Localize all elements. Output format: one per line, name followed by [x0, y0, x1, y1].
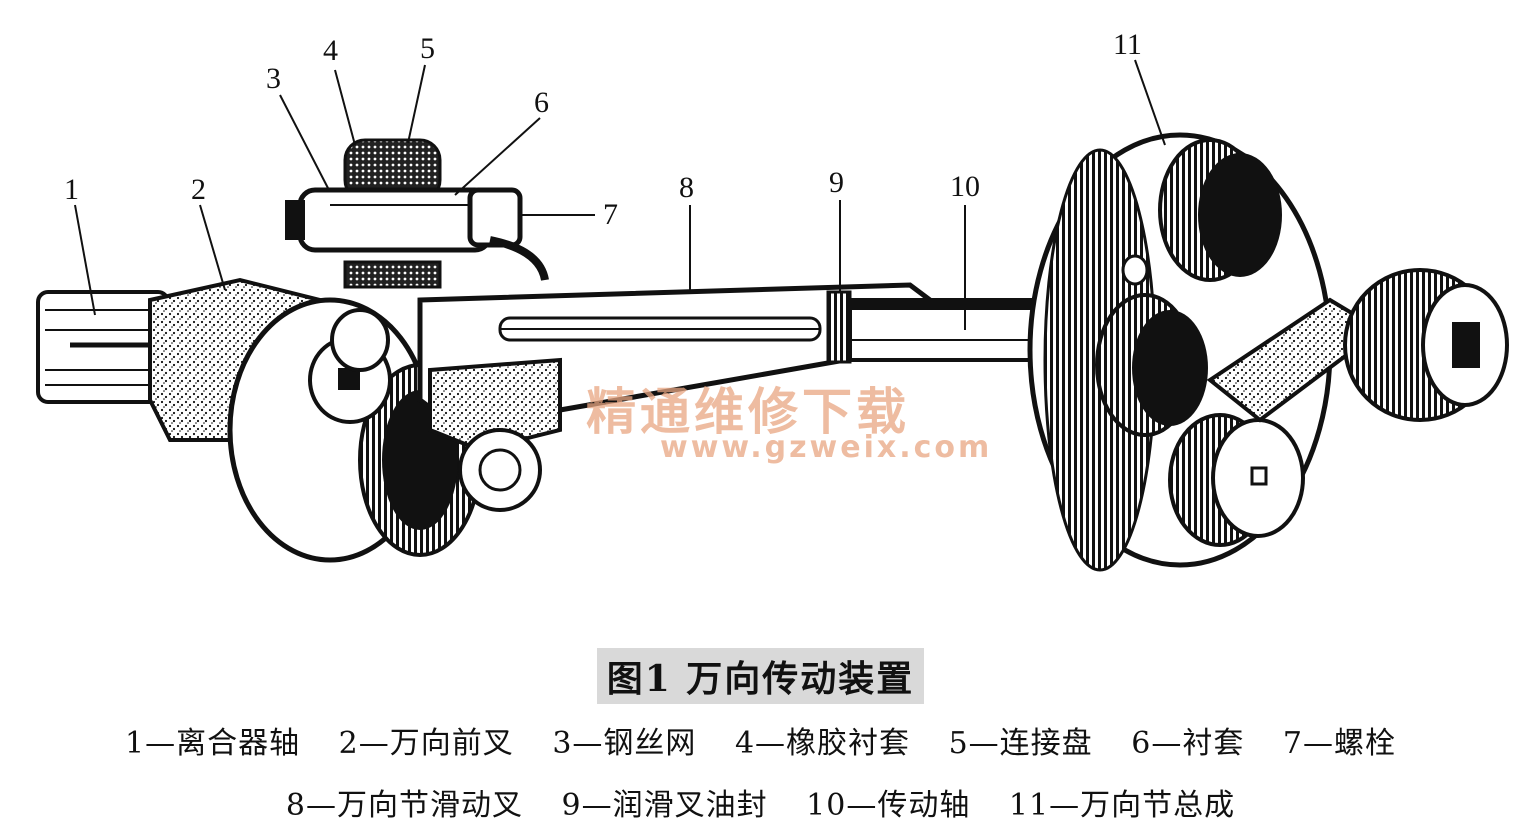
drive-shaft [848, 298, 1062, 362]
legend-row-2: 8—万向节滑动叉 9—润滑叉油封 10—传动轴 11—万向节总成 [0, 780, 1521, 824]
callout-3: 3 [266, 62, 281, 95]
callout-10: 10 [950, 170, 980, 203]
legend-item-front-yoke: 2—万向前叉 [338, 726, 514, 761]
callout-1: 1 [64, 173, 79, 206]
callout-8: 8 [679, 171, 694, 204]
callout-leader-lines [74, 59, 1166, 330]
legend-item-rubber-bushing: 4—橡胶衬套 [734, 726, 911, 761]
universal-joint-assembly [1027, 132, 1509, 572]
legend-item-bolt: 7—螺栓 [1282, 726, 1396, 761]
lubricated-yoke-oil-seal [826, 290, 852, 364]
legend-item-bushing: 6—衬套 [1131, 726, 1245, 761]
callout-2: 2 [191, 173, 206, 206]
callout-6: 6 [534, 86, 549, 119]
callout-5: 5 [420, 32, 435, 65]
figure-title: 图1 万向传动装置 [596, 648, 925, 704]
legend-item-universal-joint: 11—万向节总成 [1008, 788, 1236, 823]
watermark-text: 精通维修下载 [586, 382, 910, 441]
legend-item-drive-shaft: 10—传动轴 [806, 788, 971, 823]
callout-7: 7 [603, 198, 618, 231]
legend-item-oil-seal: 9—润滑叉油封 [561, 788, 768, 823]
legend-item-slip-yoke: 8—万向节滑动叉 [285, 788, 523, 823]
watermark-url: www.gzweix.com [660, 430, 993, 465]
bolt-and-bushing-assembly [285, 138, 549, 289]
universal-joint-drive-diagram: 1 2 3 4 5 6 7 8 9 10 11 精通维修下载 www.gzwei… [36, 28, 1509, 572]
callout-4: 4 [323, 34, 338, 67]
callout-9: 9 [829, 166, 844, 199]
drive-assembly-drawing [36, 59, 1509, 572]
legend-item-steel-mesh: 3—钢丝网 [552, 726, 697, 761]
figure-caption: 图1 万向传动装置 [0, 648, 1521, 704]
slip-yoke [417, 282, 933, 512]
legend-item-connecting-disc: 5—连接盘 [948, 726, 1093, 761]
legend-item-clutch-shaft: 1—离合器轴 [125, 726, 301, 761]
callout-11: 11 [1113, 28, 1142, 61]
legend-row-1: 1—离合器轴 2—万向前叉 3—钢丝网 4—橡胶衬套 5—连接盘 6—衬套 7—… [0, 718, 1521, 762]
